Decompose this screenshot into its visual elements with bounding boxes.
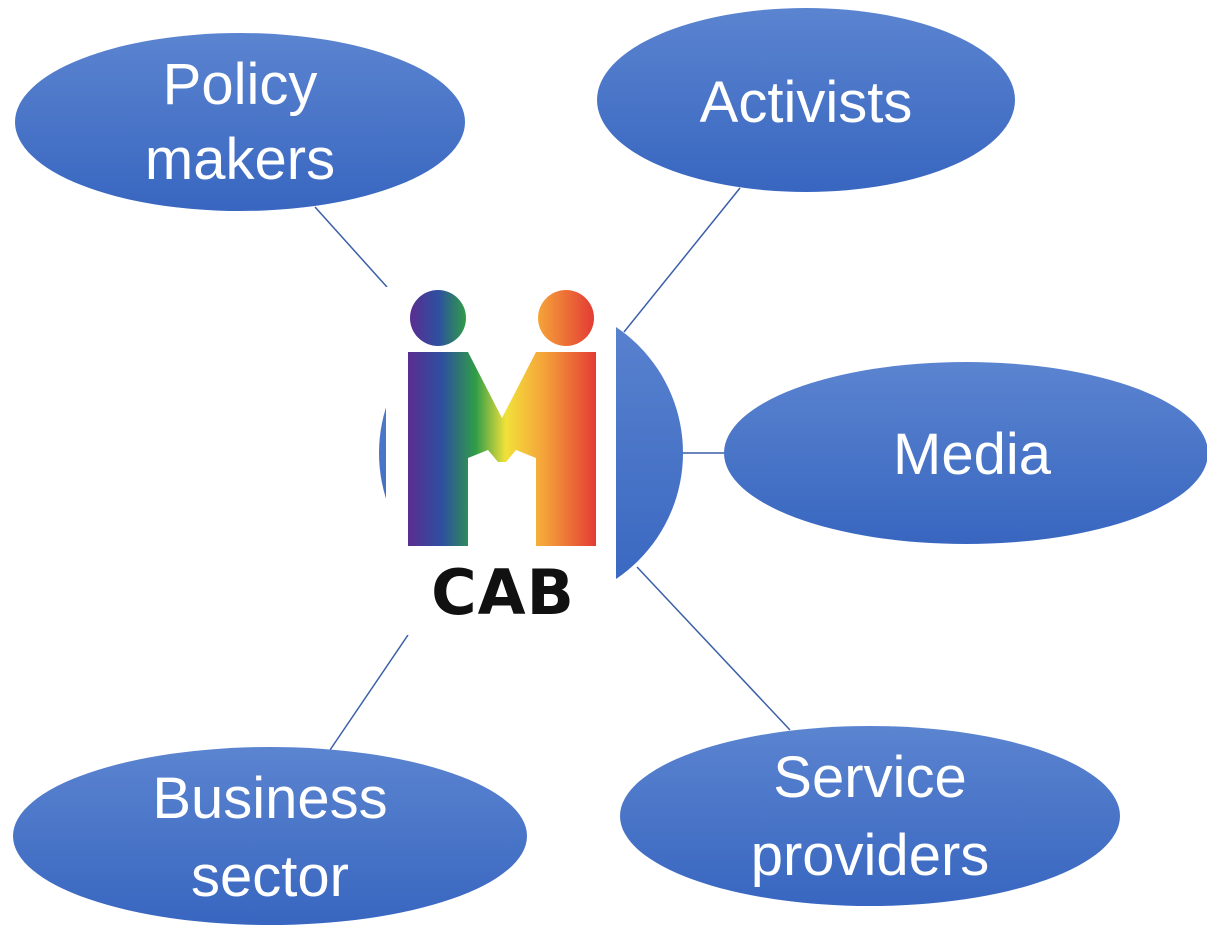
- node-service-providers-label-line2: providers: [751, 823, 990, 888]
- logo-left-head: [410, 290, 466, 346]
- connector-activists: [623, 187, 741, 333]
- node-policy-makers: Policy makers: [15, 33, 465, 211]
- logo-text: CAB: [431, 556, 575, 629]
- node-activists: Activists: [597, 8, 1015, 192]
- connector-business-sector: [329, 634, 409, 751]
- node-service-providers-label-line1: Service: [773, 745, 966, 810]
- node-policy-makers-shape: [15, 33, 465, 211]
- logo-right-head: [538, 290, 594, 346]
- node-business-sector-shape: [13, 747, 527, 925]
- node-activists-label: Activists: [700, 70, 913, 135]
- connectors: [314, 187, 791, 751]
- node-media-label: Media: [893, 422, 1052, 487]
- node-media-shape: [724, 362, 1207, 544]
- node-business-sector-label-line1: Business: [152, 766, 387, 831]
- connector-policy-makers: [314, 206, 388, 288]
- node-media: Media: [724, 362, 1207, 544]
- logo-m-figure: [408, 352, 596, 546]
- node-activists-shape: [597, 8, 1015, 192]
- connector-service-providers: [636, 566, 791, 731]
- node-policy-makers-label-line1: Policy: [163, 52, 318, 117]
- node-policy-makers-label-line2: makers: [145, 127, 335, 192]
- node-business-sector-label-line2: sector: [191, 844, 349, 909]
- node-business-sector: Business sector: [13, 747, 527, 925]
- node-service-providers: Service providers: [620, 726, 1120, 906]
- mcab-logo: CAB: [408, 290, 596, 629]
- node-service-providers-shape: [620, 726, 1120, 906]
